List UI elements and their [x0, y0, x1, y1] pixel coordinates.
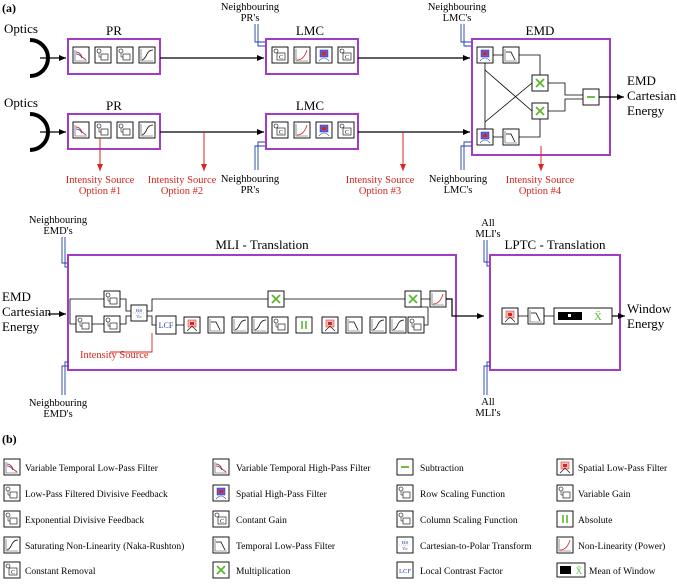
legend-1-1: Variable Temporal Low-Pass Filter	[25, 464, 159, 474]
neigh-pr-1b: PR's	[241, 13, 260, 24]
neigh-pr-2b: PR's	[241, 185, 260, 196]
legend-5-1: Constant Removal	[25, 567, 96, 577]
legend-3-2: Contant Gain	[236, 516, 287, 526]
lmc-box-1	[265, 38, 359, 75]
optics-label: Optics	[4, 21, 38, 36]
legend-1-4: Spatial Low-Pass Filter	[578, 464, 668, 474]
legend-5-3: Local Contrast Factor	[420, 567, 504, 577]
mli-lcf-text: LCF	[159, 321, 174, 330]
mean-symbol: X̄	[594, 311, 602, 323]
pr-title-1: PR	[106, 23, 122, 38]
panel-b-label: (b)	[2, 432, 17, 446]
neigh-emd-1b: EMD's	[43, 226, 72, 237]
legend-3-3: Column Scaling Function	[420, 516, 518, 526]
optics-label-2: Optics	[4, 95, 38, 110]
legend-5-2: Multiplication	[236, 567, 291, 577]
legend-lcf-text: LCF	[399, 568, 411, 575]
all-mli-1a: All	[481, 218, 495, 229]
int-opt-4b: Option #4	[519, 186, 562, 197]
mli-box	[67, 254, 457, 371]
window-energy-1: Window	[627, 301, 672, 316]
legend-2-3: Row Scaling Function	[420, 490, 505, 500]
neigh-pr-2a: Neighbouring	[221, 174, 280, 185]
int-opt-2a: Intensity Source	[148, 175, 217, 186]
emd-out-2: Cartesian	[627, 88, 677, 103]
all-mli-1b: MLI's	[475, 229, 500, 240]
legend-3-4: Absolute	[578, 516, 612, 526]
legend-lcf-icon	[396, 561, 414, 579]
all-mli-2b: MLI's	[475, 408, 500, 419]
emd-internals	[476, 46, 600, 146]
legend: Variable Temporal Low-Pass Filter Low-Pa…	[3, 458, 668, 579]
panel-a-label: (a)	[2, 1, 16, 15]
legend-1-2: Variable Temporal High-Pass Filter	[236, 464, 371, 474]
lptc-title: LPTC - Translation	[504, 237, 606, 252]
legend-3-1: Exponential Divisive Feedback	[25, 516, 144, 526]
legend-1-3: Subtraction	[420, 464, 464, 474]
lmc-title-1: LMC	[296, 23, 324, 38]
all-mli-2a: All	[481, 397, 495, 408]
pr-box-1	[67, 38, 161, 75]
legend-mean-symbol: X̄	[576, 566, 583, 576]
mli-section: Neighbouring EMD's MLI - Translation EMD…	[2, 215, 484, 420]
legend-2-2: Spatial High-Pass Filter	[236, 490, 328, 500]
mli-in-3: Energy	[2, 319, 40, 334]
emd-out-3: Energy	[627, 103, 665, 118]
neigh-lmc-1b: LMC's	[443, 13, 472, 24]
int-opt-1a: Intensity Source	[66, 175, 135, 186]
legend-5-4: Mean of Window	[589, 566, 656, 577]
neigh-lmc-2a: Neighbouring	[429, 174, 488, 185]
legend-2-4: Variable Gain	[578, 490, 631, 500]
legend-2-1: Low-Pass Filtered Divisive Feedback	[25, 490, 168, 500]
lmc-title-2: LMC	[296, 98, 324, 113]
row2: Optics PR LMC Neighbouring PR's Neighbou…	[4, 95, 575, 197]
emd-title: EMD	[526, 23, 555, 38]
legend-4-4: Non-Linearity (Power)	[578, 541, 665, 552]
lptc-section: All MLI's LPTC - Translation X̄ Window E…	[475, 218, 671, 419]
neigh-lmc-2b: LMC's	[444, 185, 473, 196]
window-energy-2: Energy	[627, 316, 665, 331]
mli-title: MLI - Translation	[215, 237, 309, 252]
row1: Optics PR Neighbouring PR's LMC Neighbou…	[4, 2, 487, 78]
int-opt-3a: Intensity Source	[346, 175, 415, 186]
int-opt-2b: Option #2	[161, 186, 203, 197]
emd-out-1: EMD	[627, 73, 656, 88]
int-opt-4a: Intensity Source	[506, 175, 575, 186]
mli-in-2: Cartesian	[2, 304, 52, 319]
lptc-box	[489, 254, 621, 371]
int-opt-3b: Option #3	[359, 186, 401, 197]
pr-title-2: PR	[106, 98, 122, 113]
neigh-emd-2a: Neighbouring	[29, 398, 88, 409]
legend-4-2: Temporal Low-Pass Filter	[236, 542, 336, 552]
neigh-pr-1a: Neighbouring	[221, 2, 280, 13]
int-opt-1b: Option #1	[79, 186, 121, 197]
mli-in-1: EMD	[2, 289, 31, 304]
legend-4-3: Cartesian-to-Polar Transform	[420, 541, 532, 552]
legend-4-1: Saturating Non-Linearity (Naka-Rushton)	[25, 541, 184, 552]
neigh-lmc-1a: Neighbouring	[428, 2, 487, 13]
neigh-emd-2b: EMD's	[43, 409, 72, 420]
mli-intensity: Intensity Source	[80, 350, 149, 361]
neigh-emd-1a: Neighbouring	[29, 215, 88, 226]
